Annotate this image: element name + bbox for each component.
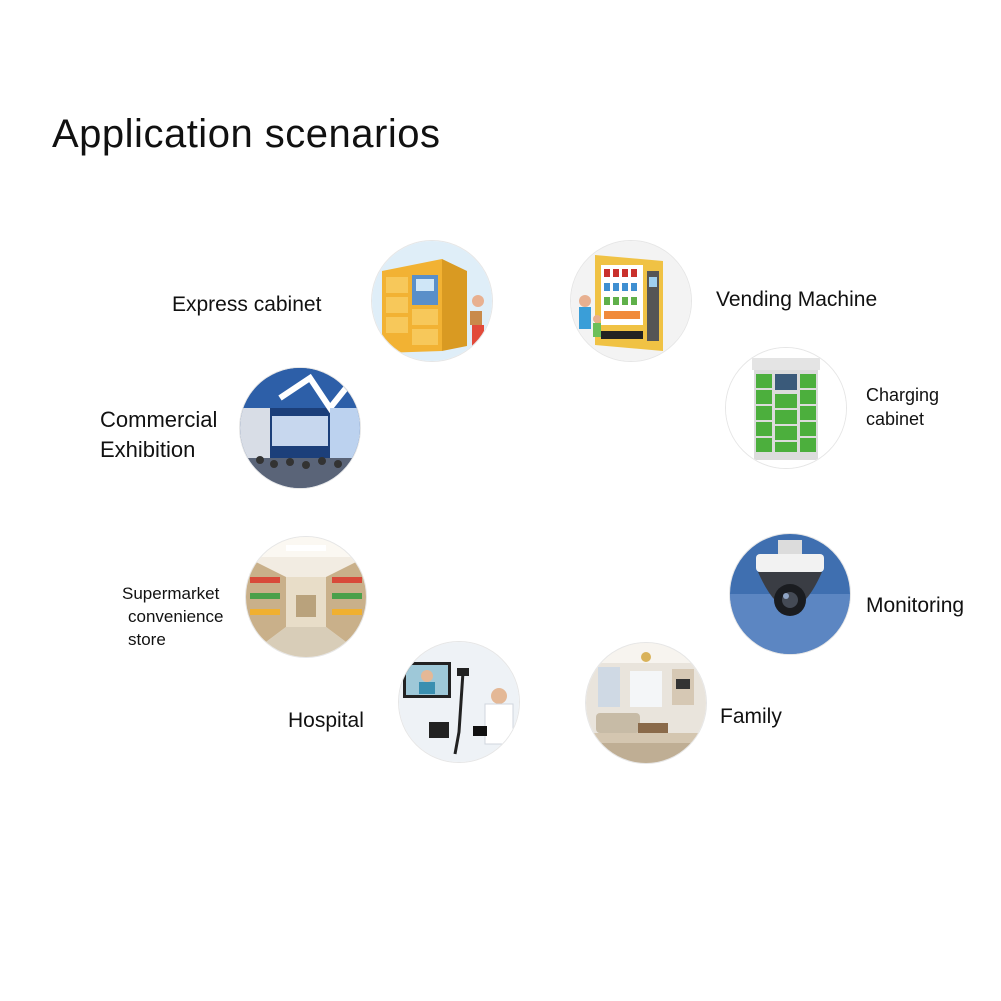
monitoring-camera-image <box>730 534 850 654</box>
supermarket-label-line-3: store <box>128 629 166 649</box>
vending-machine-image <box>571 241 691 361</box>
supermarket-label-line-1: Supermarket <box>122 584 220 603</box>
charging-label-line-2: cabinet <box>866 409 925 430</box>
page-title: Application scenarios <box>52 112 441 156</box>
commercial-exhibition-image <box>240 368 360 488</box>
supermarket-image <box>246 537 366 657</box>
supermarket-label: Supermarket convenience store <box>122 583 223 652</box>
commercial-label-line-2: Exhibition <box>100 436 196 462</box>
commercial-label-line-1: Commercial <box>100 407 218 432</box>
charging-label-line-1: Charging <box>866 385 940 405</box>
family-room-image <box>586 643 706 763</box>
hospital-image <box>399 642 519 762</box>
charging-cabinet-label: Charging cabinet <box>866 383 939 432</box>
charging-cabinet-image <box>726 348 846 468</box>
hospital-label: Hospital <box>288 709 364 732</box>
monitoring-label: Monitoring <box>866 594 965 617</box>
supermarket-label-line-2: convenience <box>128 606 224 626</box>
vending-machine-label: Vending Machine <box>716 288 878 311</box>
commercial-exhibition-label: Commercial Exhibition <box>100 405 217 464</box>
express-cabinet-image <box>372 241 492 361</box>
express-cabinet-label: Express cabinet <box>172 293 322 316</box>
family-label: Family <box>720 705 782 728</box>
